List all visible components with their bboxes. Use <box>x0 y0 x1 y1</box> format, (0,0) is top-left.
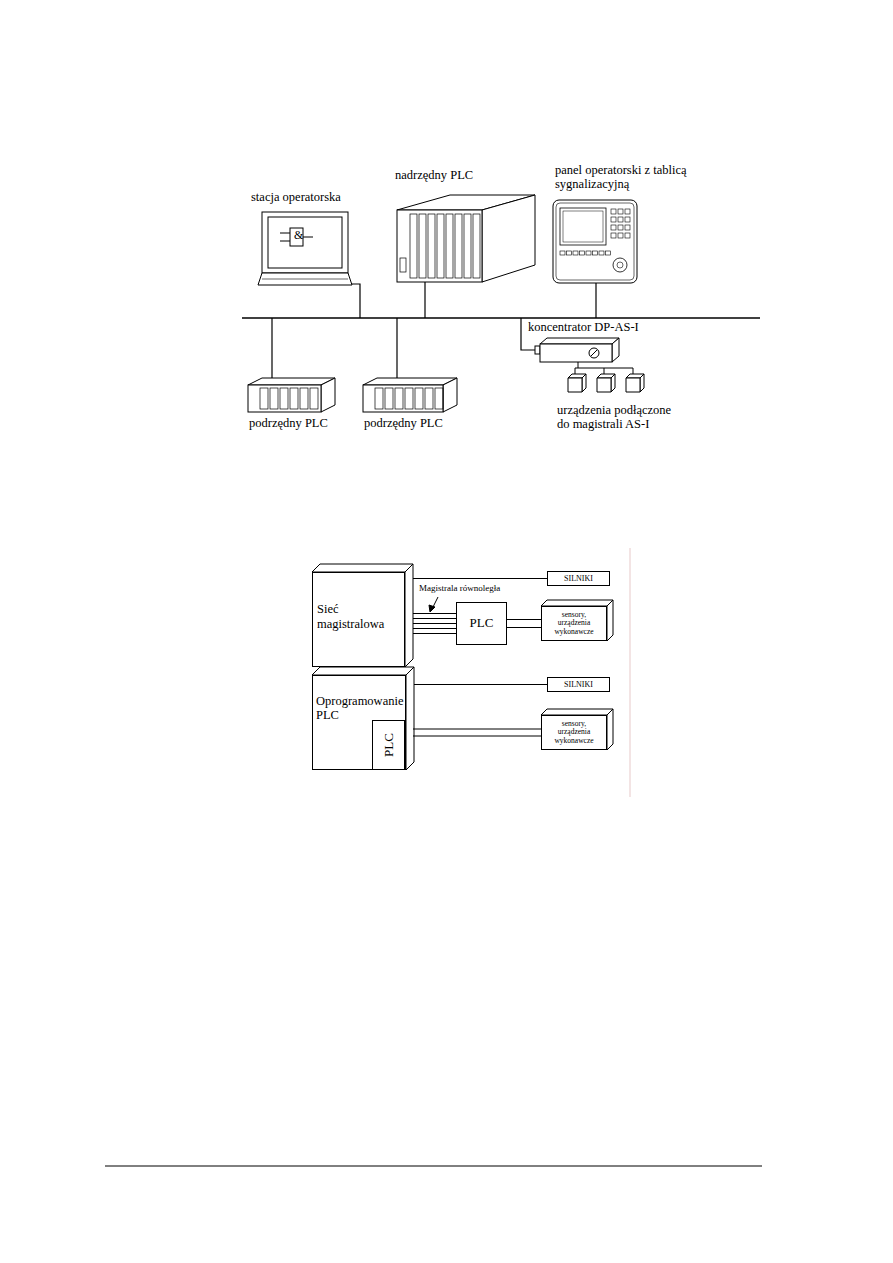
node-label: nadrzędny PLC <box>395 168 535 182</box>
bus-line <box>242 317 760 319</box>
node-label: Sieć magistralowa <box>317 602 401 631</box>
concentrator-box <box>535 338 619 362</box>
device-node: koncentrator DP-AS-I <box>520 320 685 366</box>
process-box: PLC <box>456 602 507 645</box>
wire-connector <box>507 620 541 628</box>
node-label: SILNIKI <box>564 574 593 583</box>
as-i-wiring <box>575 362 633 374</box>
node-label: podrzędny PLC <box>364 416 464 430</box>
master-plc-rack <box>397 195 535 282</box>
process-box: SILNIKI <box>547 571 610 586</box>
device-node: nadrzędny PLC <box>390 165 540 285</box>
node-label: PLC <box>381 733 396 757</box>
as-i-device-cubes <box>568 374 644 392</box>
bus-annotation: Magistrala równoległa <box>419 584 500 594</box>
wire-connector <box>414 684 547 685</box>
leader-arrow <box>429 597 438 612</box>
node-label: stacja operatorska <box>251 190 371 204</box>
device-node: urządzenia podłączone do magistrali AS-I <box>553 370 713 436</box>
wire-connector <box>413 578 547 579</box>
node-label: PLC <box>470 616 494 631</box>
process-box: PLC <box>372 720 405 770</box>
device-node: stacja operatorska <box>245 190 373 290</box>
slave-plc-rack <box>248 378 457 412</box>
gate-symbol-text: & <box>294 229 303 242</box>
wire-connector <box>413 729 541 736</box>
operator-panel-icon <box>553 200 637 283</box>
node-label: SILNIKI <box>564 680 593 689</box>
process-box: sensory, urządzenia wykonawcze <box>541 715 607 750</box>
device-node: panel operatorski z tablicą sygnalizacyj… <box>550 163 690 285</box>
node-label: koncentrator DP-AS-I <box>528 320 683 334</box>
box-depth-faces <box>312 564 613 770</box>
device-node: podrzędny PLC <box>360 372 465 434</box>
node-label: sensory, urządzenia wykonawcze <box>550 611 598 637</box>
process-box: SILNIKI <box>547 677 610 692</box>
process-box: Oprogramowanie PLC PLC <box>312 675 406 770</box>
node-label: podrzędny PLC <box>249 416 345 430</box>
laptop-icon <box>258 212 352 285</box>
wire-connector <box>413 614 456 634</box>
device-node: podrzędny PLC <box>245 372 345 434</box>
footer-rule <box>105 1166 762 1167</box>
node-label: urządzenia podłączone do magistrali AS-I <box>557 403 681 432</box>
process-box: sensory, urządzenia wykonawcze <box>541 606 607 641</box>
node-label: panel operatorski z tablicą sygnalizacyj… <box>555 163 687 192</box>
node-label: sensory, urządzenia wykonawcze <box>550 720 598 746</box>
frame-line <box>630 548 631 797</box>
node-label: Oprogramowanie PLC <box>316 694 403 723</box>
process-box: Sieć magistralowa <box>312 572 405 667</box>
